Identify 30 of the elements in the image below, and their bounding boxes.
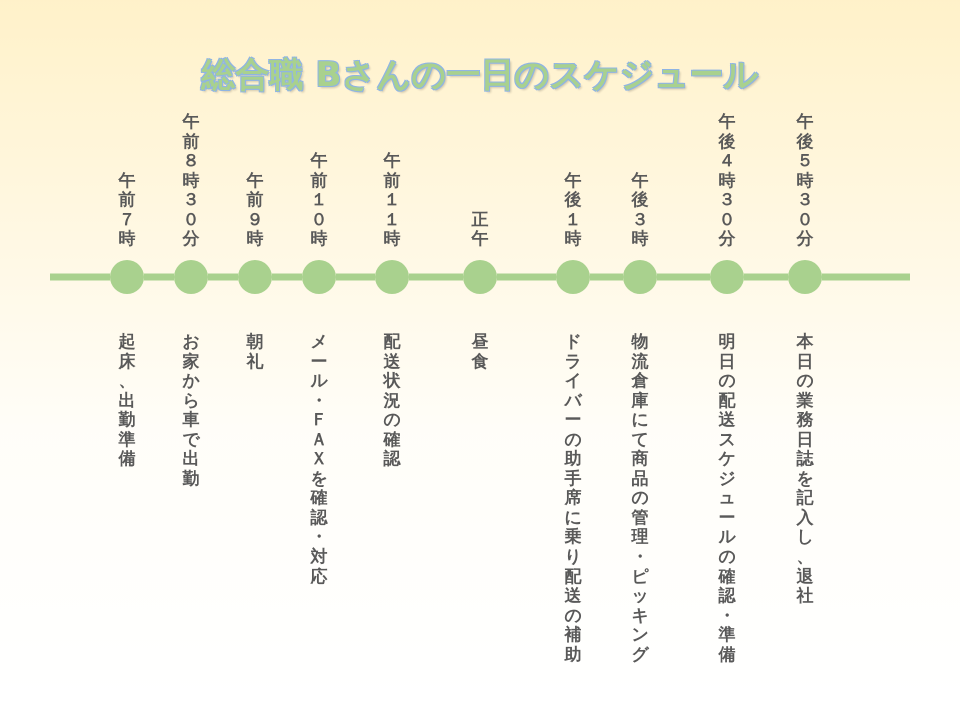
timeline-segment bbox=[497, 274, 556, 280]
activity-label: 明日の配送スケジュールの確認・準備 bbox=[718, 333, 736, 666]
timeline-segment bbox=[744, 274, 788, 280]
activity-label: ドライバーの助手席に乗り配送の補助 bbox=[564, 333, 582, 666]
timeline-segment bbox=[657, 274, 710, 280]
activity-label: お家から車で出勤 bbox=[182, 333, 200, 490]
timeline-segment bbox=[590, 274, 623, 280]
activity-label: 起床、出勤準備 bbox=[118, 333, 136, 470]
time-label: 午後３時 bbox=[632, 172, 648, 250]
activity-label: 昼食 bbox=[472, 333, 488, 372]
timeline-segment bbox=[144, 274, 174, 280]
activity-label: メール・ＦＡＸを確認・対応 bbox=[310, 333, 328, 588]
time-label: 午後１時 bbox=[564, 172, 582, 250]
time-label: 午後５時３０分 bbox=[796, 113, 814, 250]
activity-label: 朝礼 bbox=[246, 333, 264, 372]
time-label: 正午 bbox=[472, 210, 488, 250]
timeline-segment bbox=[336, 274, 375, 280]
timeline-segment bbox=[208, 274, 238, 280]
time-label: 午前１０時 bbox=[310, 152, 328, 250]
time-label: 午前７時 bbox=[118, 172, 136, 250]
activity-label: 配送状況の確認 bbox=[384, 333, 400, 470]
timeline-segment bbox=[272, 274, 302, 280]
title: 総合職 Bさんの一日のスケジュール bbox=[200, 54, 760, 97]
activity-label: 本日の業務日誌を記入し、退社 bbox=[796, 333, 814, 607]
time-label: 午後４時３０分 bbox=[718, 113, 736, 250]
time-label: 午前８時３０分 bbox=[182, 113, 200, 250]
time-label: 午前９時 bbox=[246, 172, 264, 250]
activity-label: 物流倉庫にて商品の管理・ピッキング bbox=[632, 333, 648, 666]
timeline-segment bbox=[409, 274, 463, 280]
time-label: 午前１１時 bbox=[384, 152, 400, 250]
